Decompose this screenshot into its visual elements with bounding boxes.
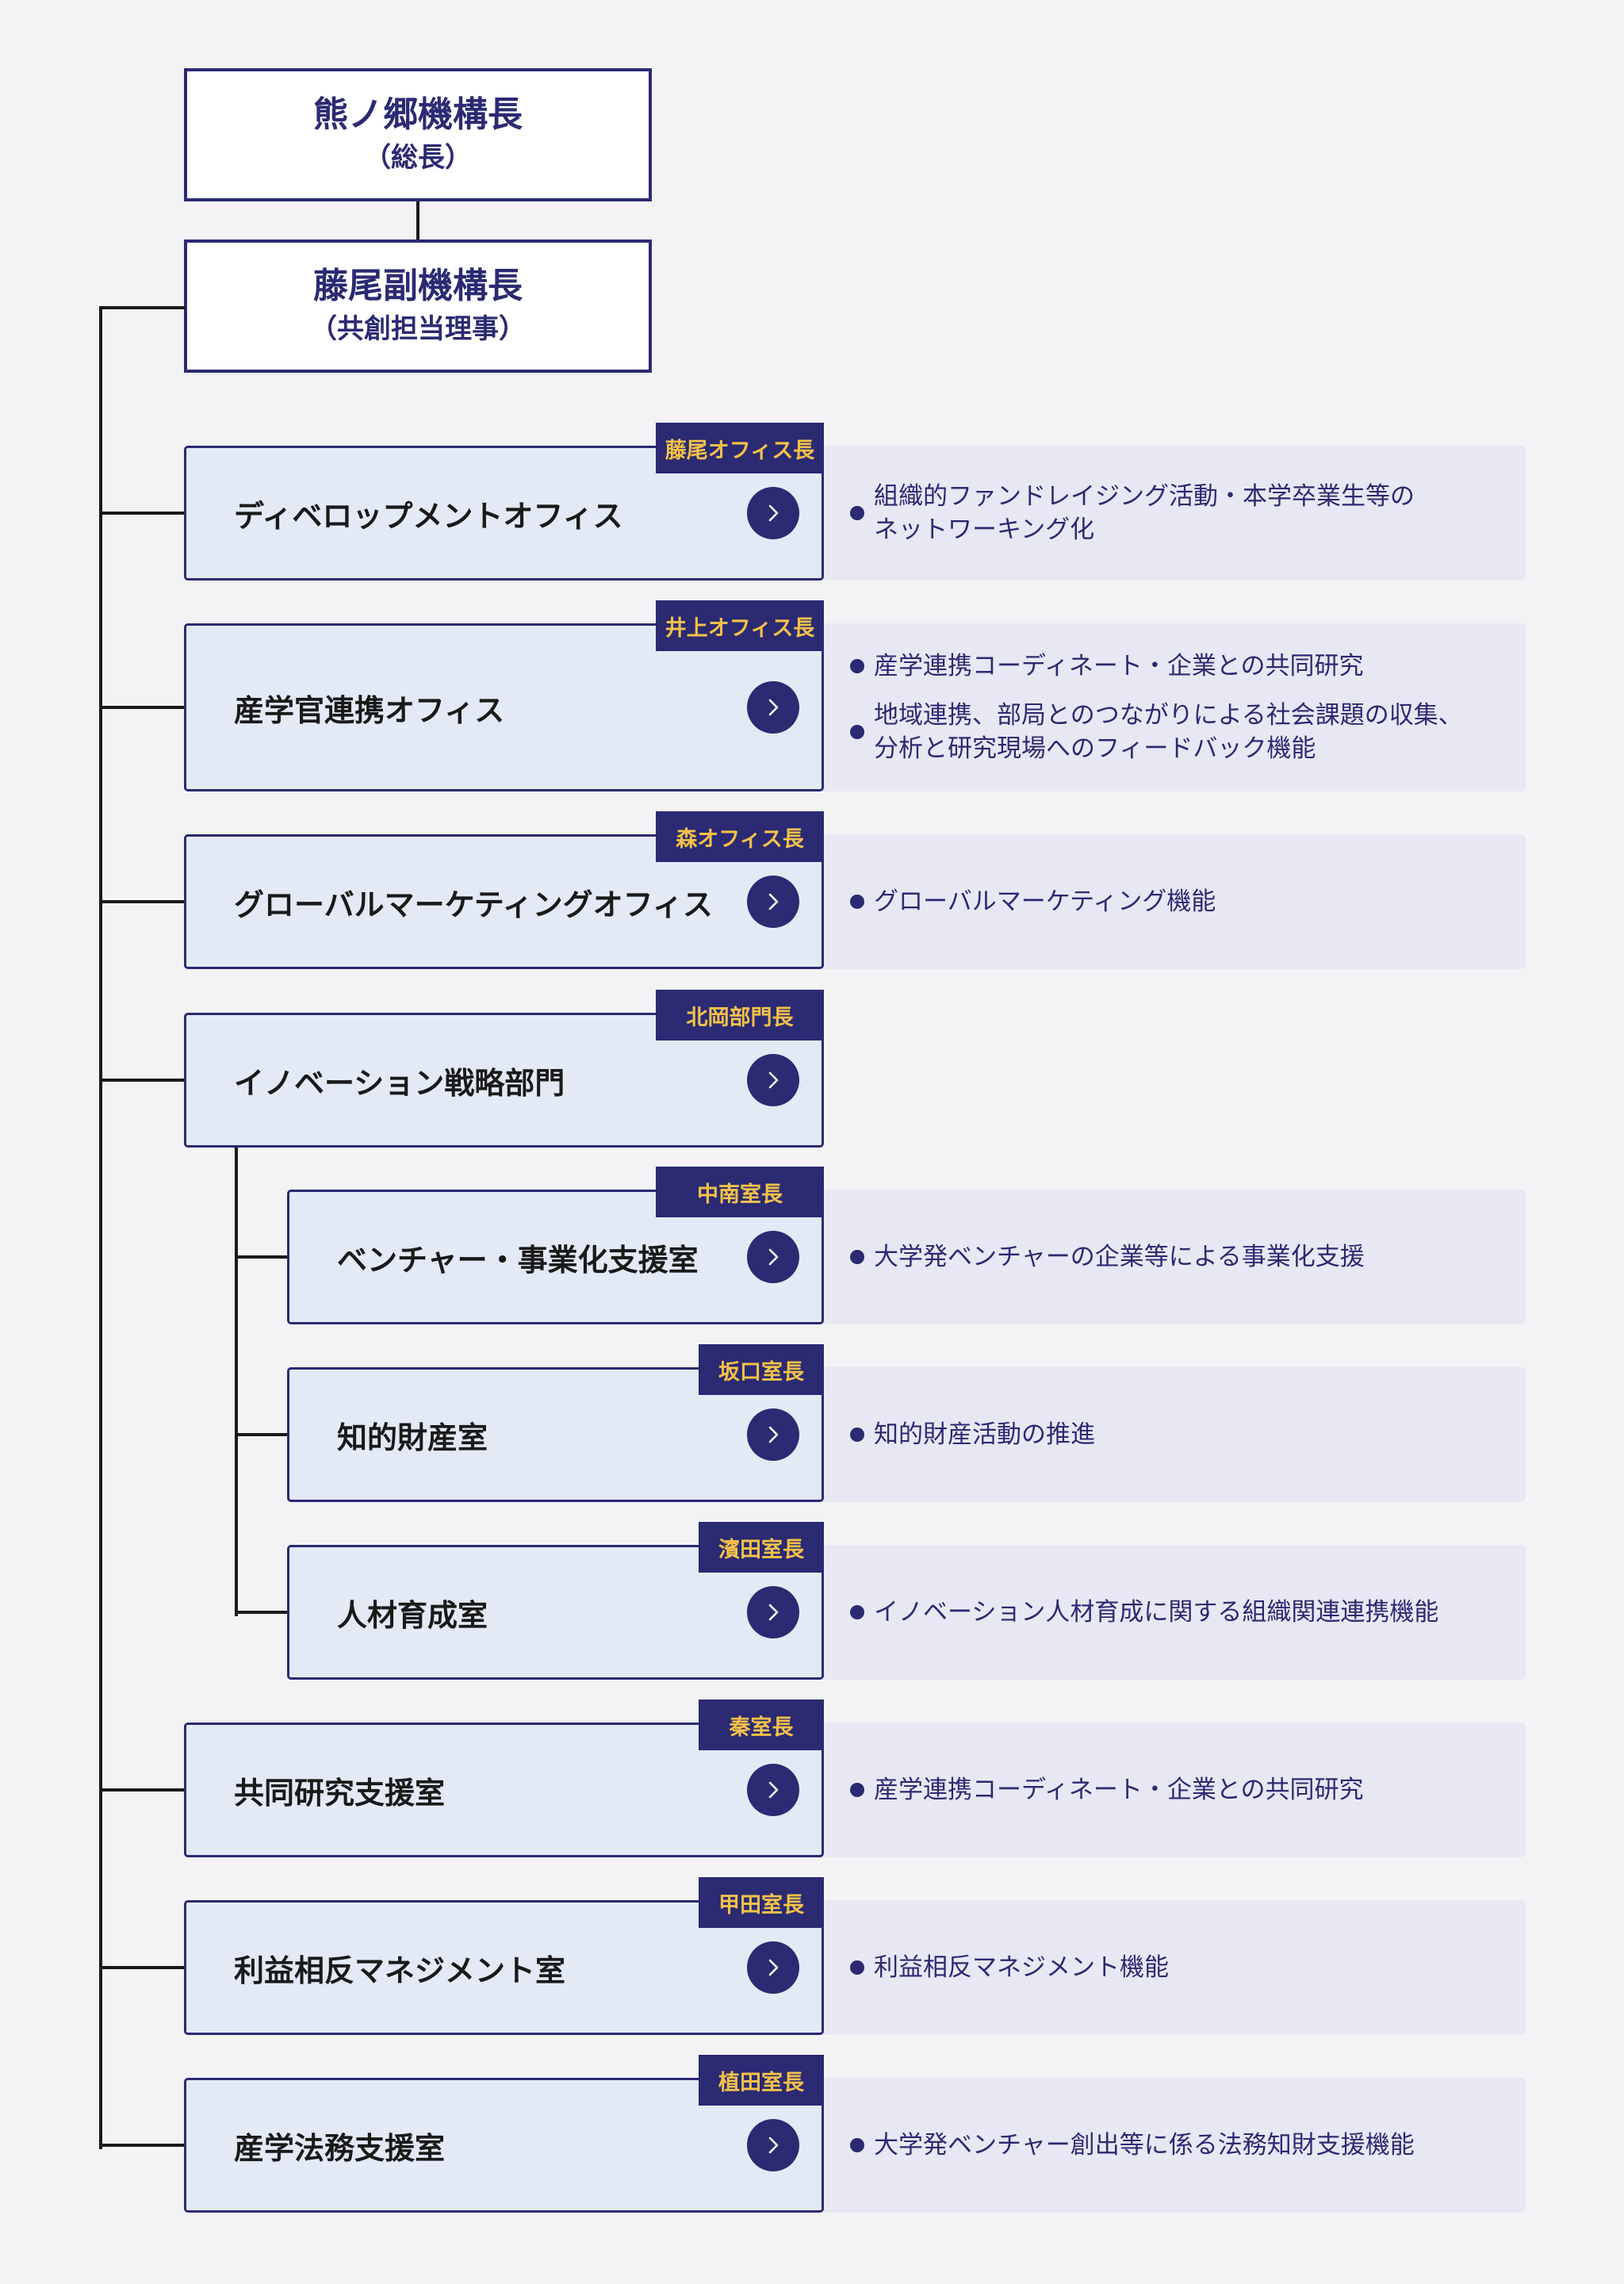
bullet-dot-icon <box>850 895 864 909</box>
role-text: 組織的ファンドレイジング活動・本学卒業生等の ネットワーキング化 <box>874 482 1415 544</box>
executive-title: （総長） <box>364 142 472 174</box>
bullet-dot-icon <box>850 725 864 739</box>
role-text: グローバルマーケティング機能 <box>874 887 1216 916</box>
unit-name: イノベーション戦略部門 <box>234 1065 565 1101</box>
connector-line <box>101 900 186 903</box>
unit-roles-panel: 大学発ベンチャーの企業等による事業化支援 <box>817 1190 1526 1324</box>
unit-name: 人材育成室 <box>337 1597 488 1633</box>
role-text: 産学連携コーディネート・企業との共同研究 <box>874 1776 1364 1804</box>
role-text: 地域連携、部局とのつながりによる社会課題の収集、 分析と研究現場へのフィードバッ… <box>874 701 1463 763</box>
unit-head-badge: 濱田室長 <box>699 1522 824 1573</box>
role-item: 大学発ベンチャーの企業等による事業化支援 <box>850 1240 1526 1274</box>
unit-box[interactable]: 産学官連携オフィス 井上オフィス長 <box>184 600 824 791</box>
org-trunk-line <box>99 306 102 2149</box>
unit-name: 共同研究支援室 <box>234 1775 446 1811</box>
unit-head-badge: 井上オフィス長 <box>656 600 824 651</box>
connector-line <box>236 1611 289 1614</box>
role-item: 利益相反マネジメント機能 <box>850 1951 1526 1984</box>
role-item: 大学発ベンチャー創出等に係る法務知財支援機能 <box>850 2129 1526 2162</box>
bullet-dot-icon <box>850 1250 864 1264</box>
executive-title: （共創担当理事） <box>310 313 526 345</box>
role-item: 産学連携コーディネート・企業との共同研究 <box>850 1773 1526 1807</box>
unit-head-badge: 藤尾オフィス長 <box>656 423 824 473</box>
chevron-right-icon[interactable] <box>747 1408 799 1461</box>
unit-box[interactable]: 利益相反マネジメント室 甲田室長 <box>184 1877 824 2035</box>
bullet-dot-icon <box>850 1960 864 1975</box>
connector-line <box>101 1788 186 1792</box>
unit-head-badge: 植田室長 <box>699 2055 824 2106</box>
unit-box[interactable]: ベンチャー・事業化支援室 中南室長 <box>287 1167 824 1324</box>
role-item: 知的財産活動の推進 <box>850 1418 1526 1451</box>
connector-line <box>101 1966 186 1969</box>
bullet-dot-icon <box>850 1783 864 1797</box>
role-item: イノベーション人材育成に関する組織関連連携機能 <box>850 1596 1526 1629</box>
unit-roles-panel: 組織的ファンドレイジング活動・本学卒業生等の ネットワーキング化 <box>817 446 1526 581</box>
unit-head-badge: 北岡部門長 <box>656 990 824 1040</box>
unit-head-badge: 秦室長 <box>699 1700 824 1750</box>
unit-name: 産学法務支援室 <box>234 2130 446 2166</box>
unit-name: 利益相反マネジメント室 <box>234 1953 566 1988</box>
unit-box[interactable]: 共同研究支援室 秦室長 <box>184 1700 824 1857</box>
chevron-right-icon[interactable] <box>747 1941 799 1994</box>
sub-trunk-line <box>235 1146 238 1616</box>
connector-line <box>101 1079 186 1082</box>
unit-box[interactable]: グローバルマーケティングオフィス 森オフィス長 <box>184 811 824 969</box>
bullet-dot-icon <box>850 506 864 520</box>
executive-name: 熊ノ郷機構長 <box>313 94 523 135</box>
connector-line <box>236 1433 289 1436</box>
connector-line <box>236 1255 289 1259</box>
role-item: グローバルマーケティング機能 <box>850 885 1526 918</box>
chevron-right-icon[interactable] <box>747 1054 799 1106</box>
unit-name: 知的財産室 <box>337 1420 488 1455</box>
unit-box[interactable]: 産学法務支援室 植田室長 <box>184 2055 824 2213</box>
role-item: 組織的ファンドレイジング活動・本学卒業生等の ネットワーキング化 <box>850 480 1526 546</box>
chevron-right-icon[interactable] <box>747 876 799 928</box>
connector-line <box>416 201 419 241</box>
unit-head-badge: 甲田室長 <box>699 1877 824 1928</box>
chevron-right-icon[interactable] <box>747 1586 799 1638</box>
chevron-right-icon[interactable] <box>747 487 799 539</box>
unit-head-badge: 坂口室長 <box>699 1344 824 1395</box>
unit-roles-panel: 産学連携コーディネート・企業との共同研究 <box>817 1723 1526 1857</box>
role-text: 産学連携コーディネート・企業との共同研究 <box>874 652 1364 680</box>
unit-roles-panel: 利益相反マネジメント機能 <box>817 1900 1526 2035</box>
unit-roles-panel: 大学発ベンチャー創出等に係る法務知財支援機能 <box>817 2078 1526 2213</box>
unit-box[interactable]: イノベーション戦略部門 北岡部門長 <box>184 990 824 1148</box>
executive-name: 藤尾副機構長 <box>313 266 523 306</box>
connector-line <box>101 2144 186 2147</box>
unit-roles-panel: イノベーション人材育成に関する組織関連連携機能 <box>817 1545 1526 1680</box>
role-item: 産学連携コーディネート・企業との共同研究 <box>850 650 1526 683</box>
bullet-dot-icon <box>850 1428 864 1442</box>
unit-name: ディベロップメントオフィス <box>234 498 623 534</box>
connector-line <box>101 512 186 515</box>
bullet-dot-icon <box>850 659 864 673</box>
role-text: 大学発ベンチャー創出等に係る法務知財支援機能 <box>874 2131 1415 2159</box>
unit-box[interactable]: 人材育成室 濱田室長 <box>287 1522 824 1680</box>
unit-roles-panel: 産学連携コーディネート・企業との共同研究地域連携、部局とのつながりによる社会課題… <box>817 623 1526 791</box>
unit-head-badge: 森オフィス長 <box>656 811 824 862</box>
unit-roles-panel: 知的財産活動の推進 <box>817 1367 1526 1502</box>
bullet-dot-icon <box>850 2138 864 2152</box>
unit-name: 産学官連携オフィス <box>234 692 505 728</box>
chevron-right-icon[interactable] <box>747 2119 799 2171</box>
unit-roles-panel: グローバルマーケティング機能 <box>817 834 1526 969</box>
role-text: 大学発ベンチャーの企業等による事業化支援 <box>874 1243 1365 1271</box>
connector-line <box>101 706 186 709</box>
chevron-right-icon[interactable] <box>747 1231 799 1283</box>
bullet-dot-icon <box>850 1605 864 1619</box>
unit-box[interactable]: ディベロップメントオフィス藤尾オフィス長 <box>184 423 824 581</box>
chevron-right-icon[interactable] <box>747 1764 799 1816</box>
unit-box[interactable]: 知的財産室 坂口室長 <box>287 1344 824 1502</box>
unit-name: ベンチャー・事業化支援室 <box>337 1242 699 1278</box>
role-text: 利益相反マネジメント機能 <box>874 1953 1169 1982</box>
connector-line <box>99 306 186 309</box>
role-text: 知的財産活動の推進 <box>874 1420 1095 1449</box>
role-item: 地域連携、部局とのつながりによる社会課題の収集、 分析と研究現場へのフィードバッ… <box>850 699 1526 765</box>
role-text: イノベーション人材育成に関する組織関連連携機能 <box>874 1598 1439 1627</box>
executive-box-director: 熊ノ郷機構長 （総長） <box>184 68 652 201</box>
chevron-right-icon[interactable] <box>747 681 799 734</box>
unit-name: グローバルマーケティングオフィス <box>234 887 713 922</box>
unit-head-badge: 中南室長 <box>656 1167 824 1217</box>
executive-box-deputy: 藤尾副機構長 （共創担当理事） <box>184 240 652 373</box>
